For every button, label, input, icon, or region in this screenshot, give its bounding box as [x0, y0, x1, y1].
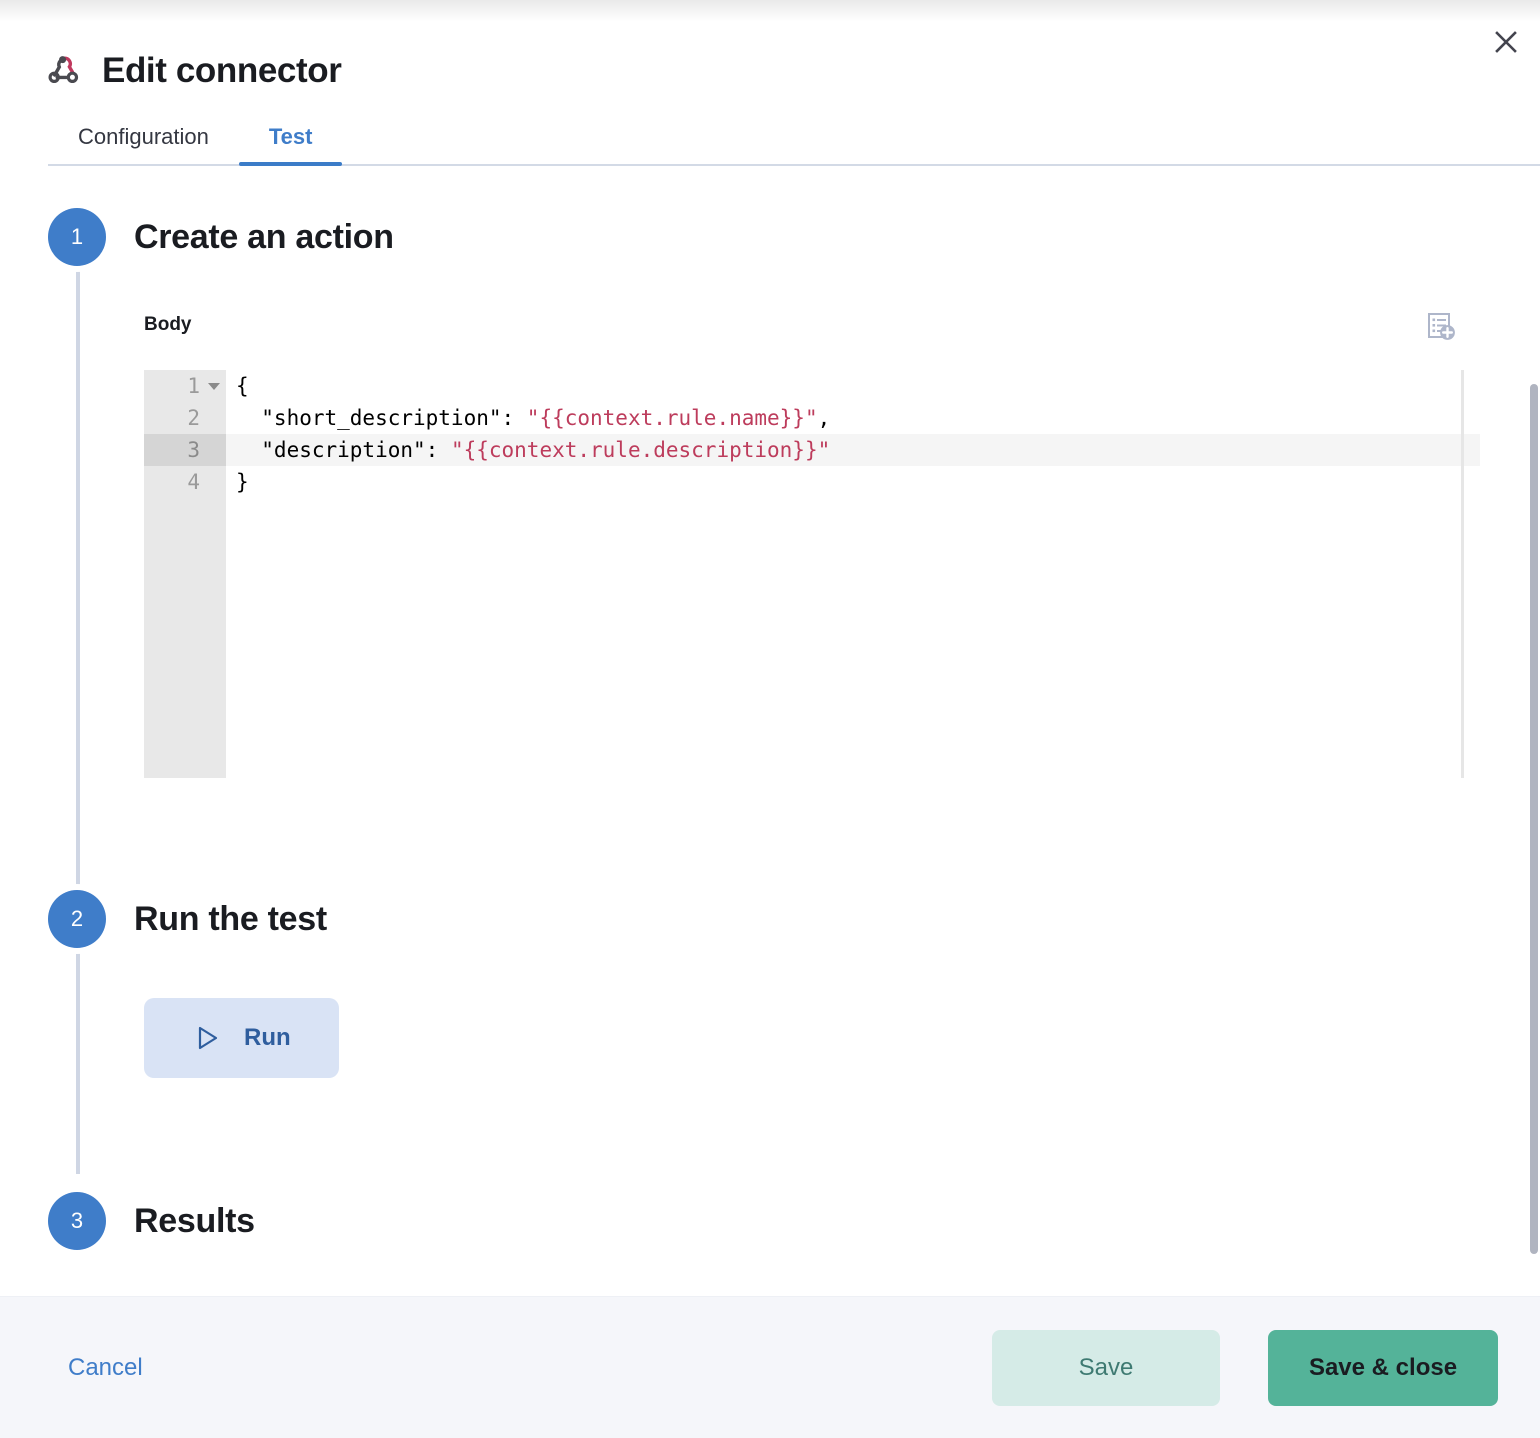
body-code-editor[interactable]: 1 2 3 4 { "short_description": "{{contex… [144, 370, 1480, 778]
step-content: Body [48, 313, 1480, 778]
code-token-plain: { [236, 374, 249, 398]
body-label-row: Body [144, 313, 1480, 344]
tab-bar: Configuration Test [0, 126, 1540, 166]
gutter-line-number[interactable]: 2 [187, 406, 200, 430]
close-icon[interactable] [1486, 22, 1526, 62]
scrollbar-thumb[interactable] [1530, 384, 1538, 1254]
code-token-template: "{{context.rule.name}}" [526, 406, 818, 430]
tab-configuration[interactable]: Configuration [48, 126, 239, 166]
editor-gutter: 1 2 3 4 [144, 370, 226, 778]
run-section: Run [144, 998, 1480, 1078]
step-title: Results [134, 1201, 255, 1240]
step-header: 3 Results [48, 1190, 1480, 1252]
code-token-plain: "short_description": [236, 406, 527, 430]
gutter-line-number[interactable]: 4 [187, 470, 200, 494]
body-field-label: Body [144, 314, 192, 335]
step-create-an-action: 1 Create an action Body [48, 206, 1480, 778]
step-number-badge: 1 [48, 208, 106, 266]
step-number-badge: 2 [48, 890, 106, 948]
flyout-header: Edit connector Configuration Test [0, 0, 1540, 166]
save-and-close-button[interactable]: Save & close [1268, 1329, 1498, 1406]
footer-actions: Save Save & close [992, 1329, 1498, 1406]
save-button[interactable]: Save [992, 1329, 1220, 1406]
flyout-footer: Cancel Save Save & close [0, 1296, 1540, 1438]
code-line[interactable]: "short_description": "{{context.rule.nam… [226, 402, 1480, 434]
title-row: Edit connector [0, 44, 1540, 96]
chevron-down-icon[interactable] [208, 383, 220, 390]
flyout-body-scroll-area: 1 Create an action Body [0, 166, 1540, 1296]
gutter-line-number[interactable]: 3 [144, 434, 226, 466]
code-line-active[interactable]: "description": "{{context.rule.descripti… [226, 434, 1480, 466]
page-title: Edit connector [102, 50, 342, 90]
code-token-plain: } [236, 470, 249, 494]
step-header: 1 Create an action [48, 206, 1480, 268]
webhook-icon [48, 56, 79, 83]
test-steps: 1 Create an action Body [0, 206, 1540, 1252]
step-header: 2 Run the test [48, 888, 1480, 950]
run-button-label: Run [244, 1024, 291, 1051]
step-title: Run the test [134, 899, 327, 938]
step-number-badge: 3 [48, 1192, 106, 1250]
cancel-button[interactable]: Cancel [64, 1344, 147, 1392]
code-line[interactable]: { [226, 370, 1480, 402]
editor-print-margin [1461, 370, 1464, 778]
step-results: 3 Results [48, 1190, 1480, 1252]
step-title: Create an action [134, 217, 394, 256]
step-run-the-test: 2 Run the test Run [48, 888, 1480, 1078]
timeline-connector [76, 246, 80, 1174]
step-content: Run [48, 998, 1480, 1078]
vertical-scrollbar[interactable] [1528, 376, 1540, 1296]
code-token-plain: , [817, 406, 831, 430]
editor-code-content[interactable]: { "short_description": "{{context.rule.n… [226, 370, 1480, 778]
run-button[interactable]: Run [144, 998, 339, 1078]
add-variable-icon[interactable] [1424, 310, 1458, 344]
body-field-section: Body [144, 313, 1480, 778]
code-line[interactable]: } [226, 466, 1480, 498]
code-token-plain: "description": [236, 438, 451, 462]
code-token-template: "{{context.rule.description}}" [450, 438, 831, 462]
play-icon [198, 1026, 218, 1050]
gutter-line-number[interactable]: 1 [144, 370, 226, 402]
tab-test[interactable]: Test [238, 126, 343, 166]
